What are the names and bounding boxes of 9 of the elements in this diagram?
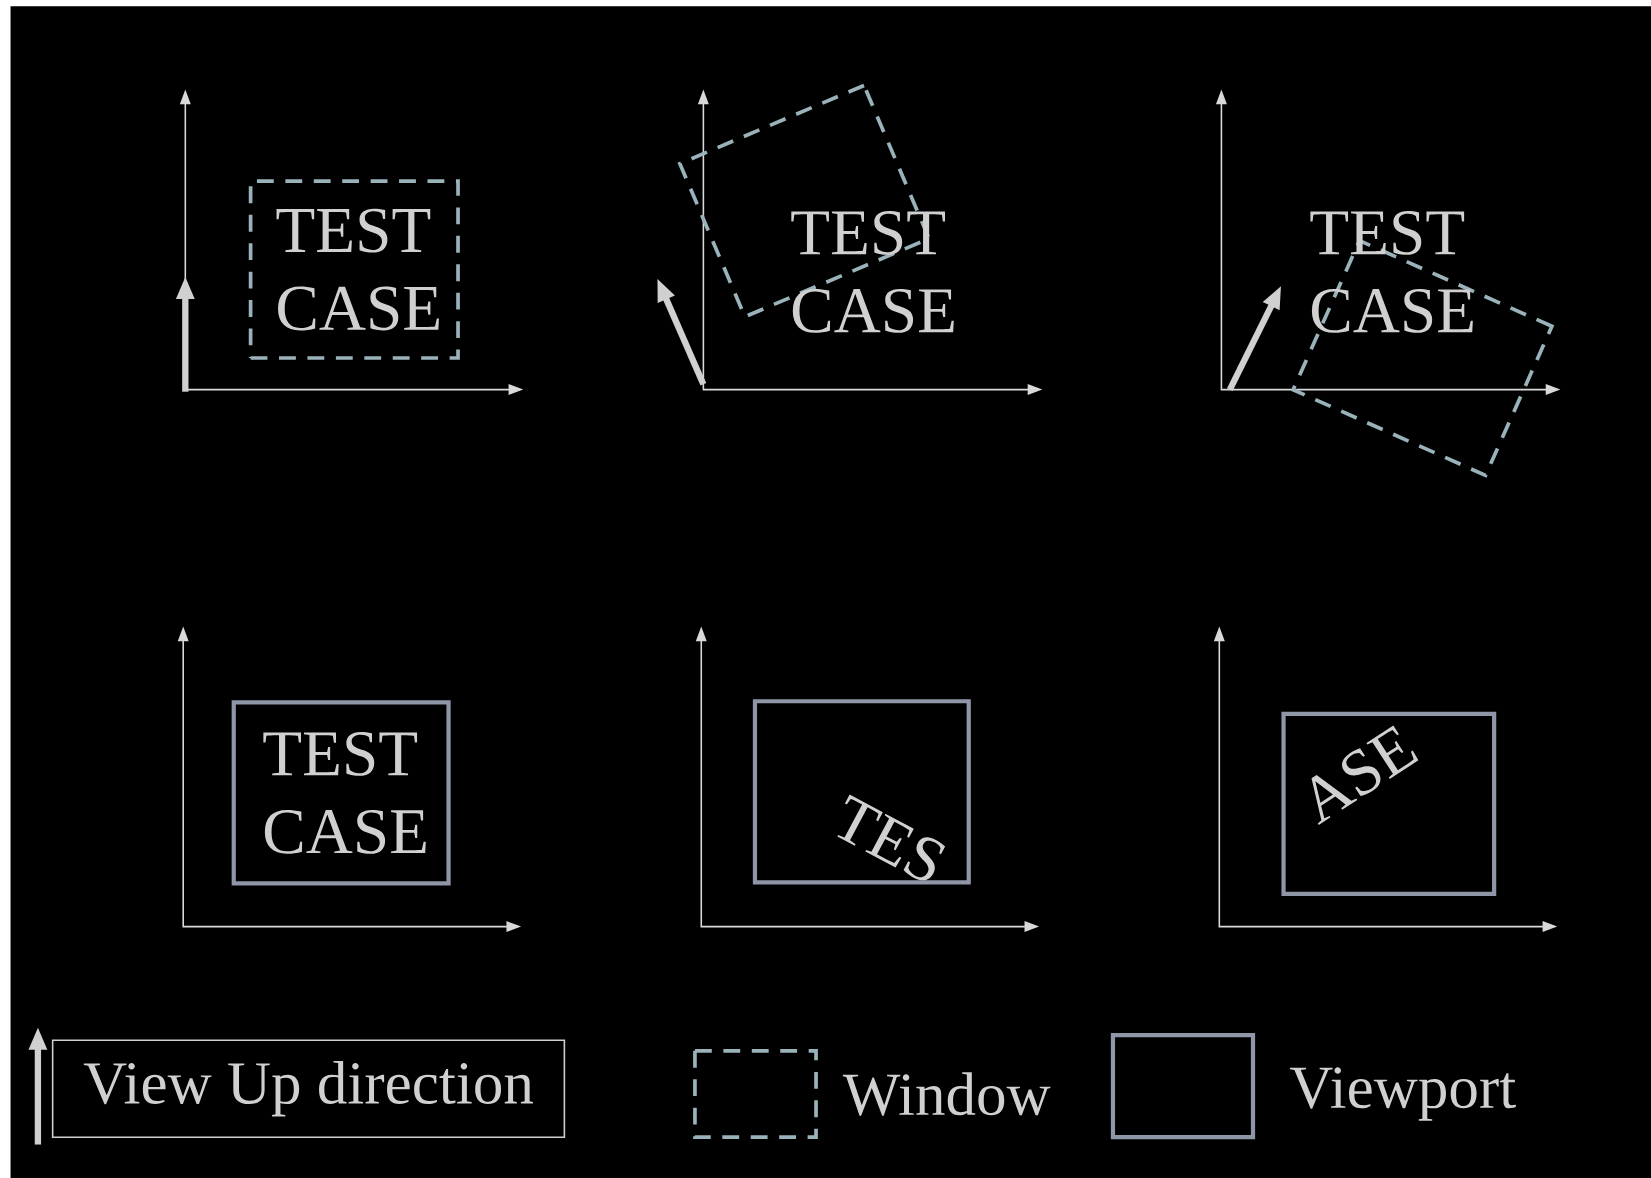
viewport-box: TES — [752, 699, 971, 885]
label-text: TEST CASE — [791, 210, 954, 333]
viewport-box: ASE — [1281, 711, 1497, 896]
label-text: TEST CASE — [1310, 210, 1473, 333]
legend-text: Viewport — [1289, 1067, 1516, 1121]
window-box: TEST CASE — [248, 179, 460, 360]
viewport-box: TEST CASE — [231, 700, 451, 886]
legend-box: View Up direction — [51, 1039, 566, 1138]
legend-text: Window — [842, 1072, 1051, 1116]
